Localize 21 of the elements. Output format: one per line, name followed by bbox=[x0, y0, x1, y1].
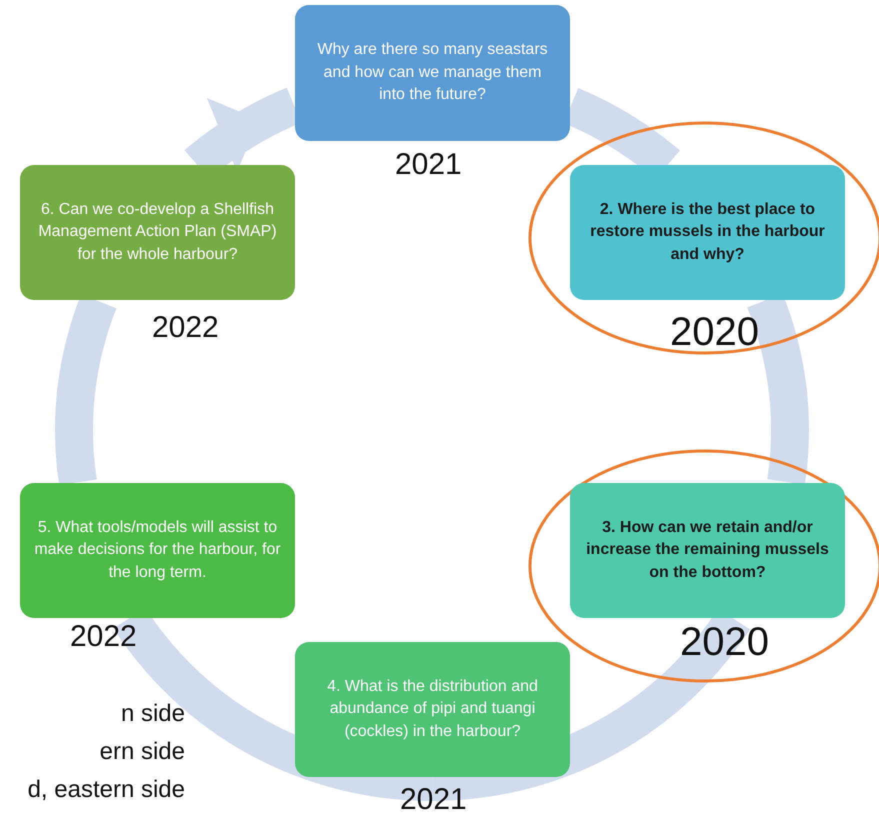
year-label: 2021 bbox=[395, 148, 462, 182]
question-text: 6. Can we co-develop a Shellfish Management Action Plan (SMAP) for the whole harbour? bbox=[37, 200, 278, 265]
question-text: 4. What is the distribution and abundance of pipi and tuangi (cockles) in the harbour? bbox=[326, 676, 539, 742]
question-text: 5. What tools/models will assist to make decisions for the harbour, for the long term. bbox=[34, 518, 281, 583]
question-box bbox=[20, 165, 295, 300]
year-label: 2020 bbox=[680, 620, 769, 665]
year-label: 2022 bbox=[70, 620, 137, 654]
question-text: 3. How can we retain and/or increase the remaining mussels on the bottom? bbox=[585, 518, 830, 583]
question-text: Why are there so many seastars and how can we manage them into the future? bbox=[316, 40, 549, 106]
question-box bbox=[570, 483, 845, 618]
question-box bbox=[295, 642, 570, 777]
year-label: 2020 bbox=[670, 310, 759, 355]
year-label: 2022 bbox=[152, 311, 219, 345]
question-box bbox=[20, 483, 295, 618]
question-box bbox=[295, 5, 570, 141]
note-text: d, eastern side bbox=[28, 776, 185, 804]
note-text: ern side bbox=[100, 738, 185, 766]
question-text: 2. Where is the best place to restore mussels in the harbour and why? bbox=[589, 200, 826, 265]
year-label: 2021 bbox=[400, 783, 467, 815]
note-text: n side bbox=[120, 700, 185, 728]
question-box bbox=[570, 165, 845, 300]
